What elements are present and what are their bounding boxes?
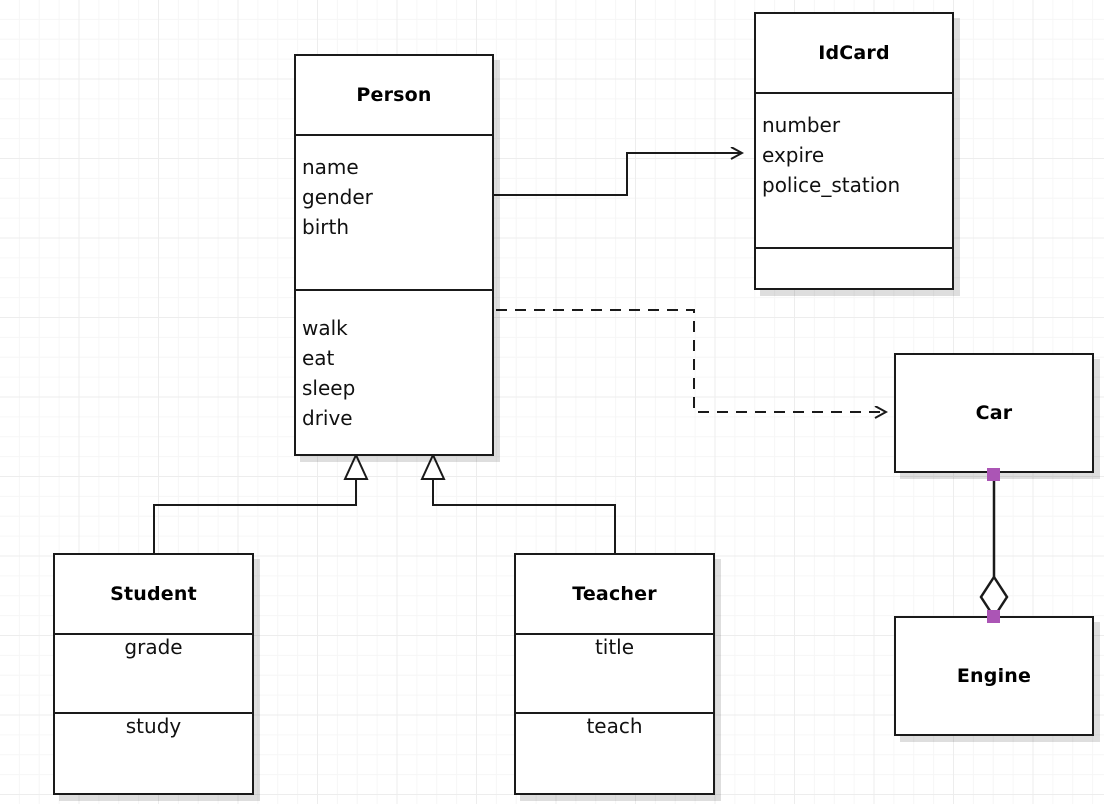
class-attributes-person: name gender birth xyxy=(296,134,492,289)
attribute-row: name xyxy=(302,155,359,179)
attribute-row: birth xyxy=(302,215,349,239)
class-operations-teacher: teach xyxy=(516,712,713,793)
class-box-engine[interactable]: Engine xyxy=(894,616,1094,736)
edge-association-person-idcard[interactable] xyxy=(494,153,742,196)
port-engine-top[interactable] xyxy=(987,610,1000,623)
class-title-engine: Engine xyxy=(956,665,1032,687)
edge-generalization-teacher-person[interactable] xyxy=(420,452,616,553)
edge-aggregation-engine-car[interactable] xyxy=(979,474,1009,620)
attribute-row: number xyxy=(762,113,841,137)
class-title-person: Person xyxy=(356,84,432,106)
operation-row: study xyxy=(125,714,182,738)
class-box-student[interactable]: Student grade study xyxy=(53,553,254,795)
attribute-row: title xyxy=(594,635,635,659)
attribute-row: expire xyxy=(762,143,825,167)
class-attributes-idcard: number expire police_station xyxy=(756,92,952,247)
operation-row: teach xyxy=(586,714,643,738)
class-box-car[interactable]: Car xyxy=(894,353,1094,473)
class-title-student: Student xyxy=(110,583,197,605)
attribute-row: gender xyxy=(302,185,373,209)
hollow-triangle-teacher xyxy=(420,452,446,480)
class-title-idcard: IdCard xyxy=(818,42,890,64)
class-box-teacher[interactable]: Teacher title teach xyxy=(514,553,715,795)
edge-generalization-student-person[interactable] xyxy=(153,452,369,553)
operation-row: walk xyxy=(302,316,348,340)
operation-row: sleep xyxy=(302,376,356,400)
class-operations-person: walk eat sleep drive xyxy=(296,289,492,454)
class-box-idcard[interactable]: IdCard number expire police_station xyxy=(754,12,954,290)
class-title-teacher: Teacher xyxy=(572,583,657,605)
class-box-person[interactable]: Person name gender birth walk eat sleep … xyxy=(294,54,494,456)
operation-row: eat xyxy=(302,346,335,370)
class-operations-idcard xyxy=(756,247,952,288)
port-car-bottom[interactable] xyxy=(987,468,1000,481)
edge-dependency-person-car[interactable] xyxy=(496,309,886,412)
operation-row: drive xyxy=(302,406,353,430)
class-attributes-student: grade xyxy=(55,633,252,712)
class-attributes-teacher: title xyxy=(516,633,713,712)
attribute-row: police_station xyxy=(762,173,901,197)
class-title-car: Car xyxy=(975,402,1013,424)
hollow-triangle-student xyxy=(343,452,369,480)
attribute-row: grade xyxy=(124,635,183,659)
class-operations-student: study xyxy=(55,712,252,793)
